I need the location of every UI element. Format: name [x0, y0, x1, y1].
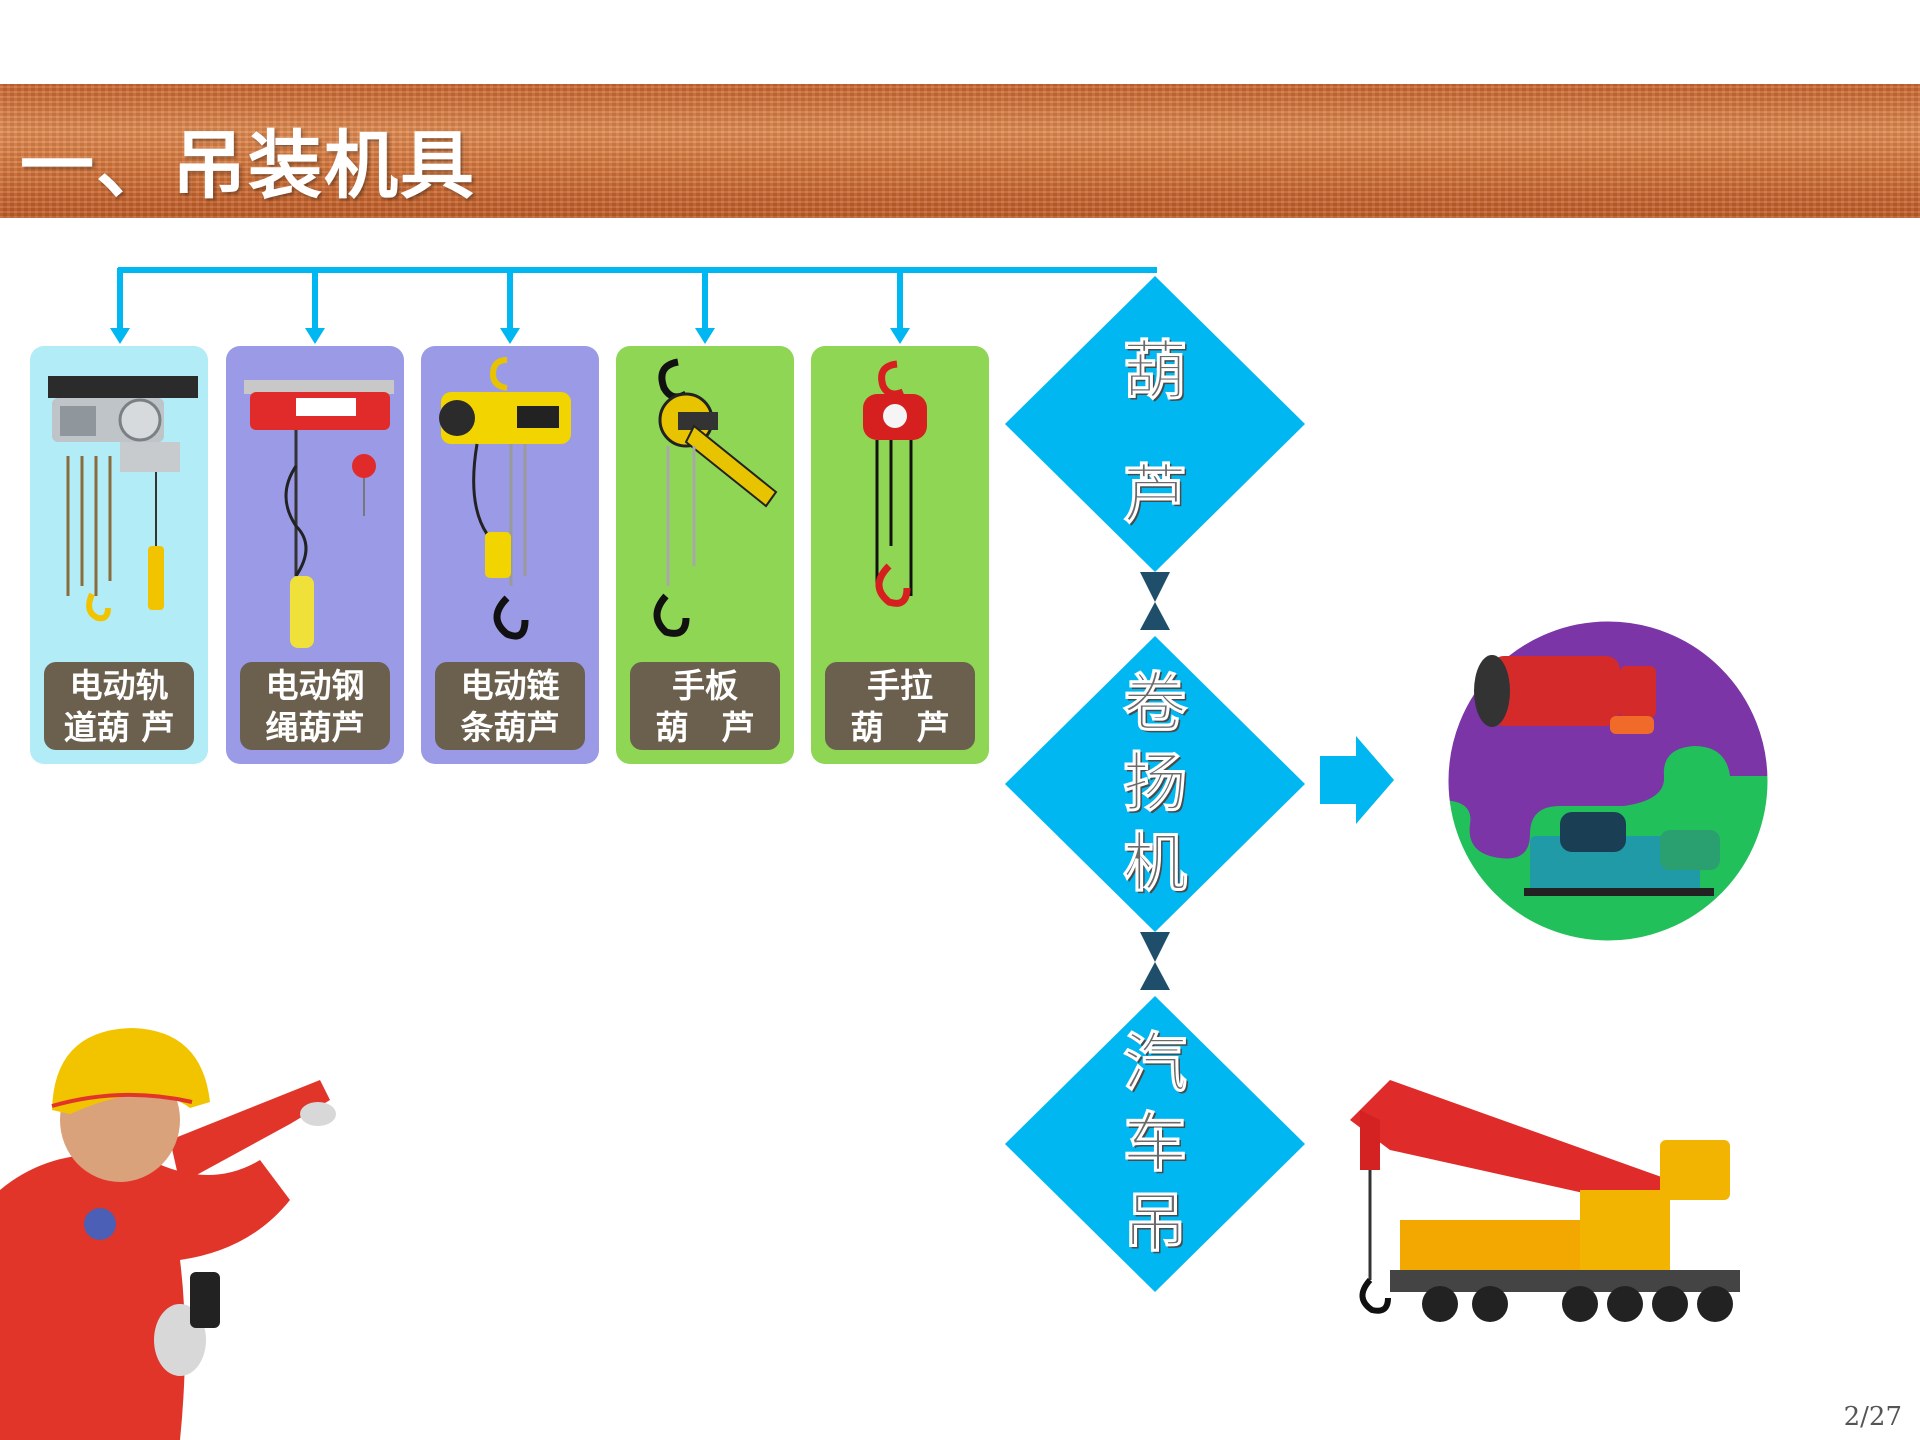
diamond-label-truck-crane: 汽 车 吊	[1123, 1027, 1188, 1262]
arrow-down-icon	[890, 328, 910, 344]
card-label: 电动轨 道葫 芦	[44, 662, 194, 750]
arrow-right-icon	[1320, 736, 1394, 824]
card-chain-block: 手拉 葫 芦	[811, 346, 989, 764]
card-electric-chain-hoist: 电动链 条葫芦	[421, 346, 599, 764]
wire-rope-hoist-image	[244, 380, 394, 648]
diamond-label-winch: 卷 扬 机	[1123, 667, 1188, 902]
connector-icon	[1140, 962, 1170, 990]
winch-puzzle-image	[1443, 616, 1773, 946]
card-electric-track-hoist: 电动轨 道葫 芦	[30, 346, 208, 764]
diamond-truck-crane	[1005, 996, 1305, 1292]
arrow-down-icon	[500, 328, 520, 344]
connector-icon	[1140, 932, 1170, 962]
worker-image	[0, 1028, 336, 1440]
track-hoist-image	[48, 376, 198, 622]
page-title: 一、吊装机具	[20, 123, 476, 209]
card-label: 手板 葫 芦	[630, 662, 780, 750]
diamond-label-hoist: 葫 芦	[1123, 335, 1188, 534]
diamond-hoist	[1005, 276, 1305, 572]
arrow-down-icon	[110, 328, 130, 344]
arrow-down-icon	[695, 328, 715, 344]
diamond-winch	[1005, 636, 1305, 932]
connector-icon	[1140, 572, 1170, 602]
arrow-down-icon	[305, 328, 325, 344]
lever-hoist-image	[653, 358, 778, 637]
chain-block-image	[863, 360, 927, 607]
card-label: 手拉 葫 芦	[825, 662, 975, 750]
card-electric-wire-rope-hoist: 电动钢 绳葫芦	[226, 346, 404, 764]
card-label: 电动链 条葫芦	[435, 662, 585, 750]
connector-icon	[1140, 602, 1170, 630]
page-number: 2/27	[1843, 1402, 1902, 1432]
card-lever-hoist: 手板 葫 芦	[616, 346, 794, 764]
card-label: 电动钢 绳葫芦	[240, 662, 390, 750]
chain-hoist-image	[439, 357, 571, 640]
truck-crane-image	[1350, 1080, 1740, 1322]
header-banner: 一、吊装机具	[0, 84, 1920, 218]
